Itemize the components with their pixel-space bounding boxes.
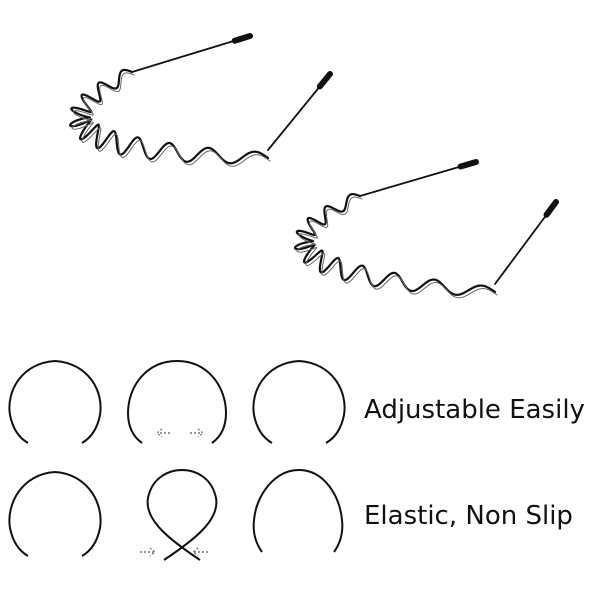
feature-label-elastic: Elastic, Non Slip: [364, 501, 573, 531]
headband-product-illustration: [69, 33, 559, 299]
end-wire: [131, 35, 251, 73]
rubber-end-tip: [316, 71, 333, 90]
feature-row-adjustable: Adjustable Easily: [0, 345, 600, 460]
wave-spring-wire: [69, 68, 270, 165]
feature-label-adjustable: Adjustable Easily: [364, 395, 585, 425]
rubber-end-tip: [543, 199, 559, 218]
end-wire: [359, 161, 477, 197]
headband-upper-left: [69, 33, 333, 167]
plain-band-icon: [8, 359, 102, 444]
wave-wire-shadow: [71, 72, 271, 167]
feature-row-elastic: Elastic, Non Slip: [0, 460, 600, 575]
band-spread-outward-icon: [126, 359, 228, 444]
rubber-end-tip: [231, 33, 253, 44]
plain-band-icon: [252, 468, 344, 553]
wave-spring-wire: [293, 193, 497, 296]
wave-wire-shadow: [296, 196, 498, 299]
plain-band-icon: [8, 470, 102, 557]
headband-lower-right: [293, 159, 559, 299]
plain-band-icon: [252, 359, 346, 444]
band-pinched-inward-icon: [140, 468, 218, 561]
rubber-end-tip: [457, 159, 479, 170]
outward-arrows-icon: [155, 428, 205, 438]
